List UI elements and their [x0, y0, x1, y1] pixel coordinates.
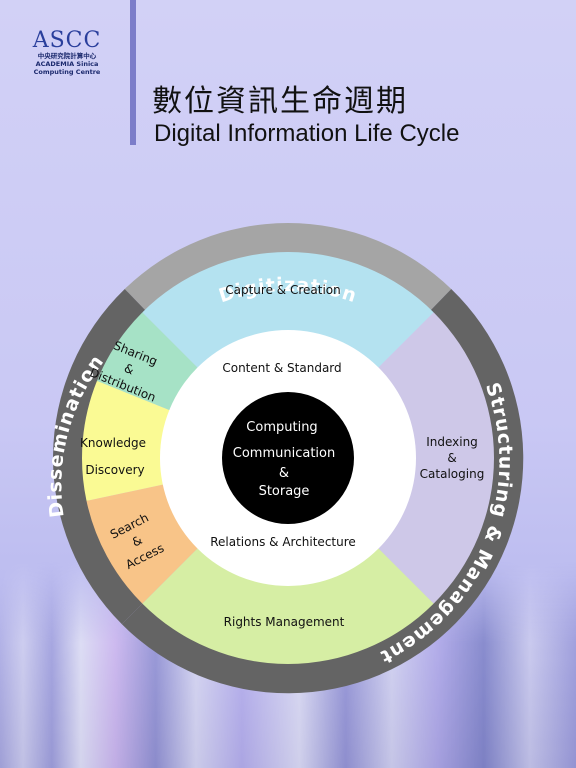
label-indexing-amp: &: [447, 451, 456, 465]
core-label-communication: Communication: [233, 446, 335, 461]
segment-rights-management: [142, 547, 434, 664]
core-black-disc: [222, 392, 354, 524]
ascc-logo: ASCC 中央研究院計算中心 ACADEMIA Sinica Computing…: [22, 28, 112, 77]
label-indexing: Indexing: [426, 435, 478, 449]
core-label-computing: Computing: [246, 420, 317, 435]
label-cataloging: Cataloging: [420, 467, 485, 481]
core-label-storage: Storage: [259, 484, 310, 499]
core-label-amp: &: [279, 466, 289, 481]
label-capture-creation: Capture & Creation: [225, 283, 340, 297]
title-divider-bar: [130, 0, 136, 145]
logo-line1: ACADEMIA Sinica: [35, 60, 99, 68]
ring-structuring-segment: [121, 288, 524, 694]
label-discovery: Discovery: [85, 463, 144, 477]
segment-capture-creation: [142, 252, 434, 369]
label-knowledge: Knowledge: [80, 436, 146, 450]
logo-line2: Computing Centre: [33, 68, 101, 76]
segment-search-access: [86, 484, 199, 604]
ring-digitization-segment: [124, 223, 452, 311]
logo-main-text: ASCC: [32, 28, 102, 53]
ring-dissemination-segment: [53, 288, 146, 625]
segment-knowledge-discovery: [81, 380, 171, 501]
label-content-standard: Content & Standard: [222, 361, 341, 375]
label-rights-management: Rights Management: [224, 615, 345, 629]
label-relations-architecture: Relations & Architecture: [210, 535, 356, 549]
segment-indexing-cataloging: [377, 312, 494, 604]
logo-chinese: 中央研究院計算中心: [37, 52, 97, 60]
title-chinese: 數位資訊生命週期: [152, 84, 408, 119]
title-english: Digital Information Life Cycle: [154, 120, 460, 147]
segment-sharing-distribution: [97, 312, 199, 411]
